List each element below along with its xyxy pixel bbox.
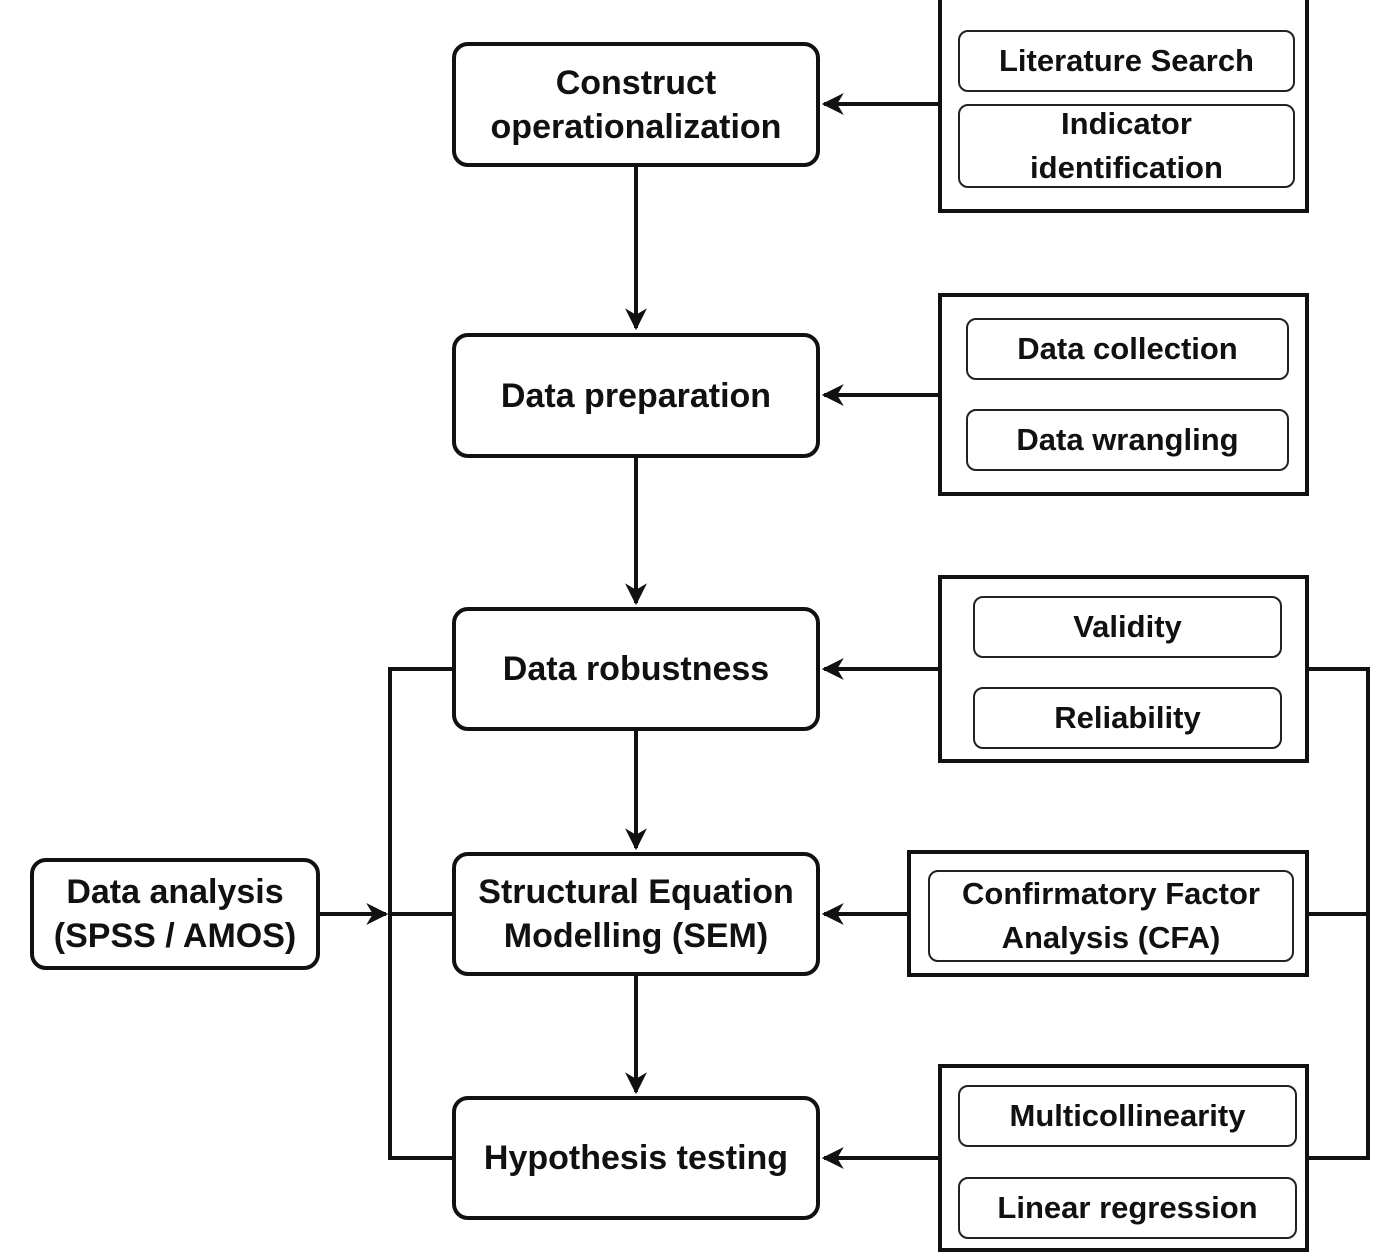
linear-regression-label: Linear regression [997, 1190, 1258, 1225]
input-reliability: Reliability [973, 687, 1282, 749]
validity-label: Validity [1073, 609, 1182, 644]
data-wrangling-label: Data wrangling [1016, 422, 1239, 457]
input-confirmatory-factor-analysis: Confirmatory Factor Analysis (CFA) [928, 870, 1294, 962]
input-group-sem: Confirmatory Factor Analysis (CFA) [907, 850, 1309, 977]
input-group-construct: Literature Search Indicator identificati… [938, 0, 1309, 213]
step-hypothesis-label: Hypothesis testing [483, 1139, 789, 1177]
literature-search-label: Literature Search [999, 43, 1254, 78]
step-construct-operationalization: Construct operationalization [452, 42, 820, 167]
reliability-label: Reliability [1054, 700, 1201, 735]
indicator-identification-label: Indicator identification [1030, 106, 1223, 185]
multicollinearity-label: Multicollinearity [1009, 1098, 1246, 1133]
input-group-robustness: Validity Reliability [938, 575, 1309, 763]
input-group-hypothesis: Multicollinearity Linear regression [938, 1064, 1309, 1252]
cfa-label: Confirmatory Factor Analysis (CFA) [962, 876, 1260, 955]
input-indicator-identification: Indicator identification [958, 104, 1295, 188]
data-collection-label: Data collection [1017, 331, 1238, 366]
input-data-wrangling: Data wrangling [966, 409, 1289, 471]
step-construct-label: Construct operationalization [490, 63, 782, 146]
step-robustness-label: Data robustness [502, 650, 770, 688]
step-data-robustness: Data robustness [452, 607, 820, 731]
data-analysis-label: Data analysis (SPSS / AMOS) [53, 873, 297, 955]
input-literature-search: Literature Search [958, 30, 1295, 92]
step-preparation-label: Data preparation [500, 376, 772, 415]
input-validity: Validity [973, 596, 1282, 658]
data-analysis-tool: Data analysis (SPSS / AMOS) [30, 858, 320, 970]
input-multicollinearity: Multicollinearity [958, 1085, 1297, 1147]
step-structural-equation-modelling: Structural Equation Modelling (SEM) [452, 852, 820, 976]
step-hypothesis-testing: Hypothesis testing [452, 1096, 820, 1220]
input-linear-regression: Linear regression [958, 1177, 1297, 1239]
input-group-preparation: Data collection Data wrangling [938, 293, 1309, 496]
step-sem-label: Structural Equation Modelling (SEM) [478, 873, 794, 955]
step-data-preparation: Data preparation [452, 333, 820, 458]
input-data-collection: Data collection [966, 318, 1289, 380]
